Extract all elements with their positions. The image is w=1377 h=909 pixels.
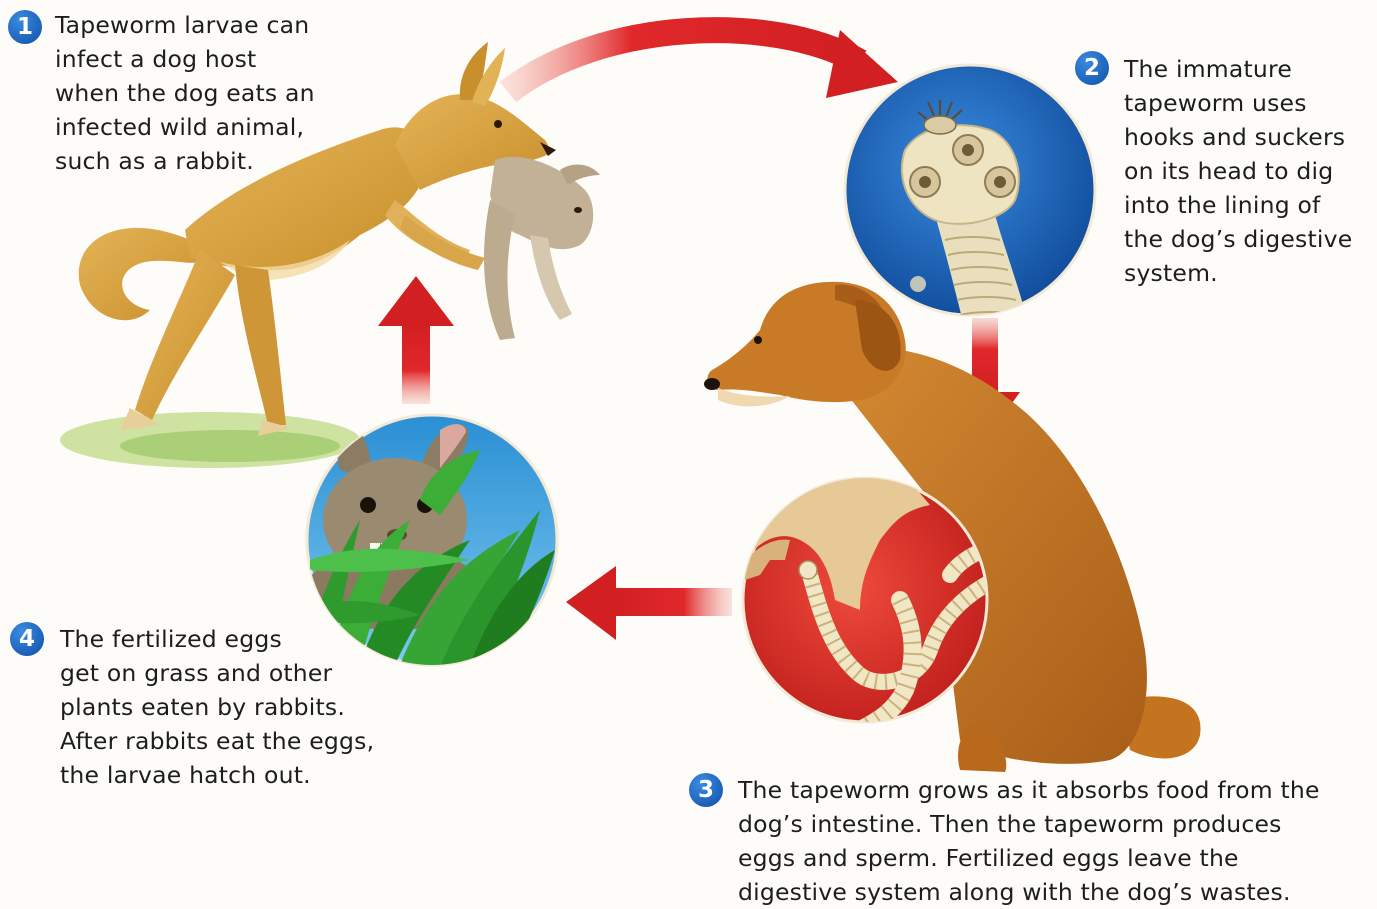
text-line: such as a rabbit. [55,144,315,178]
step-number-badge: 1 [8,10,42,44]
arrow-step4-to-step1 [378,276,454,404]
text-line: hooks and suckers [1124,120,1352,154]
text-line: the dog’s digestive [1124,222,1352,256]
text-line: infect a dog host [55,42,315,76]
text-line: eggs and sperm. Fertilized eggs leave th… [738,841,1320,875]
text-line: system. [1124,256,1352,290]
step-description: The fertilized eggs get on grass and oth… [60,622,374,792]
tapeworm-head-inset [845,65,1095,330]
text-line: into the lining of [1124,188,1352,222]
text-line: plants eaten by rabbits. [60,690,374,724]
step-number-badge: 4 [10,622,44,656]
arrow-step1-to-step2 [508,30,898,98]
step-description: The immature tapeworm uses hooks and suc… [1124,52,1352,290]
text-line: dog’s intestine. Then the tapeworm produ… [738,807,1320,841]
text-line: digestive system along with the dog’s wa… [738,875,1320,909]
step-number-badge: 3 [689,773,723,807]
text-line: when the dog eats an [55,76,315,110]
text-line: Tapeworm larvae can [55,8,315,42]
text-line: The immature [1124,52,1352,86]
arrow-step3-to-step4 [566,566,732,640]
step-number-badge: 2 [1075,51,1109,85]
step-description: The tapeworm grows as it absorbs food fr… [738,773,1320,909]
text-line: tapeworm uses [1124,86,1352,120]
text-line: The fertilized eggs [60,622,374,656]
step-description: Tapeworm larvae can infect a dog host wh… [55,8,315,178]
text-line: After rabbits eat the eggs, [60,724,374,758]
text-line: on its head to dig [1124,154,1352,188]
text-line: The tapeworm grows as it absorbs food fr… [738,773,1320,807]
text-line: get on grass and other [60,656,374,690]
text-line: the larvae hatch out. [60,758,374,792]
text-line: infected wild animal, [55,110,315,144]
